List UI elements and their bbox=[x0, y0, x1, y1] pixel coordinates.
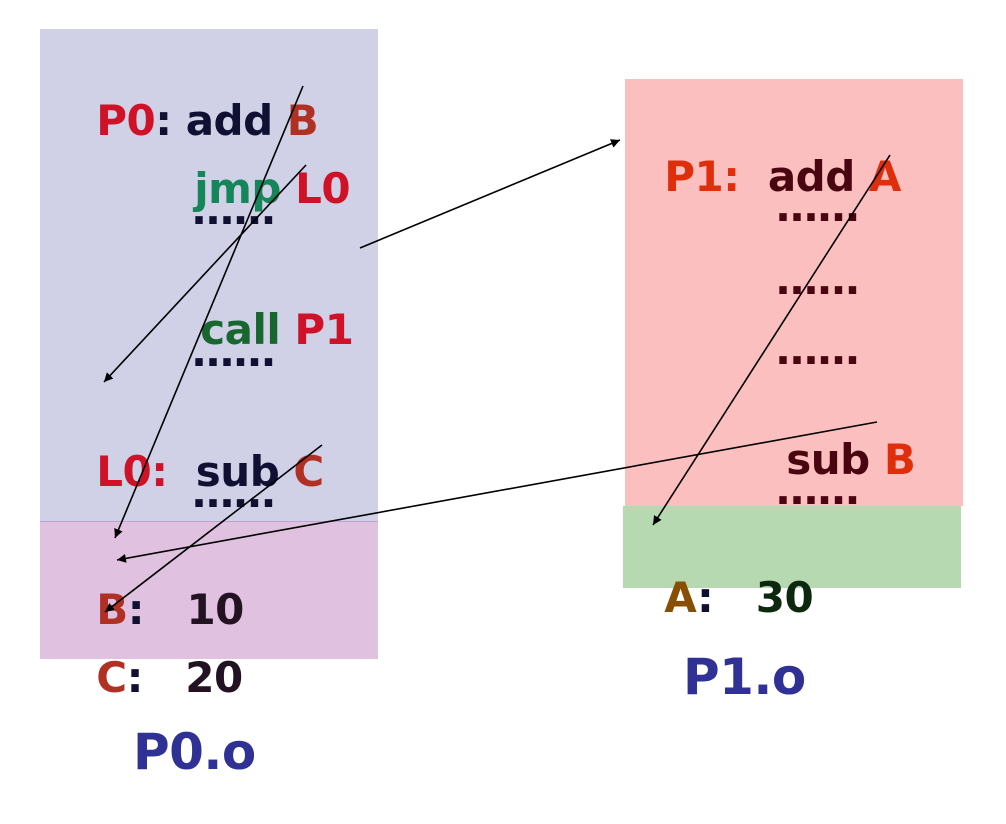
p1-dots-1: …… bbox=[776, 182, 860, 231]
p0-op-call: call bbox=[200, 305, 281, 354]
p0-data-b: B: 10 bbox=[68, 535, 244, 635]
p1-dots-3: …… bbox=[776, 325, 860, 374]
p1-data-section bbox=[623, 506, 961, 588]
p1-sub-arg: B bbox=[883, 435, 916, 484]
arrow-sub-c-to-c bbox=[104, 444, 323, 613]
p0-dots-2: …… bbox=[192, 327, 276, 376]
p0-label-colon: : bbox=[155, 96, 172, 145]
p1-op-sub: sub bbox=[786, 435, 870, 484]
p0-l0-label: L0: bbox=[96, 447, 168, 496]
p1-line-add: P1: add A bbox=[636, 102, 901, 202]
p0-label: P0 bbox=[96, 96, 156, 145]
p1-dots-4: …… bbox=[776, 465, 860, 514]
p0-jmp-arg: L0 bbox=[295, 164, 351, 213]
p0-line-add: P0: add B bbox=[68, 46, 319, 146]
p0-code-section bbox=[40, 29, 378, 521]
arrow-add-a-to-a bbox=[652, 154, 891, 526]
p1-file-label: P1.o bbox=[683, 648, 806, 706]
arrow-jmp-l0-to-l0 bbox=[103, 164, 307, 383]
p1-a-label: A bbox=[664, 573, 698, 622]
p0-data-c: C: 20 bbox=[68, 603, 243, 703]
p0-dots-1: …… bbox=[192, 185, 276, 234]
p0-add-arg: B bbox=[286, 96, 319, 145]
p0-call-arg: P1 bbox=[294, 305, 354, 354]
p1-op-add: add bbox=[767, 152, 855, 201]
p1-line-sub: sub B bbox=[758, 385, 916, 485]
p1-data-a: A: 30 bbox=[636, 523, 813, 623]
p0-c-value: 20 bbox=[185, 653, 243, 702]
arrow-call-p1-to-p1 bbox=[359, 139, 621, 249]
p1-label: P1: bbox=[664, 152, 740, 201]
p1-dots-2: …… bbox=[776, 255, 860, 304]
p1-a-value: 30 bbox=[755, 573, 814, 622]
p0-file-label: P0.o bbox=[133, 723, 256, 781]
p0-line-call: call P1 bbox=[172, 255, 354, 355]
p0-b-value: 10 bbox=[186, 585, 244, 634]
p1-code-section bbox=[625, 79, 963, 506]
p1-add-arg: A bbox=[868, 152, 902, 201]
arrow-sub-b-to-b bbox=[116, 421, 878, 563]
p0-c-label: C bbox=[96, 653, 127, 702]
p0-op-add: add bbox=[185, 96, 273, 145]
p1-a-colon: : bbox=[697, 573, 714, 622]
arrow-add-b-to-b bbox=[114, 85, 304, 539]
p0-c-colon: : bbox=[126, 653, 144, 702]
p0-b-colon: : bbox=[127, 585, 145, 634]
